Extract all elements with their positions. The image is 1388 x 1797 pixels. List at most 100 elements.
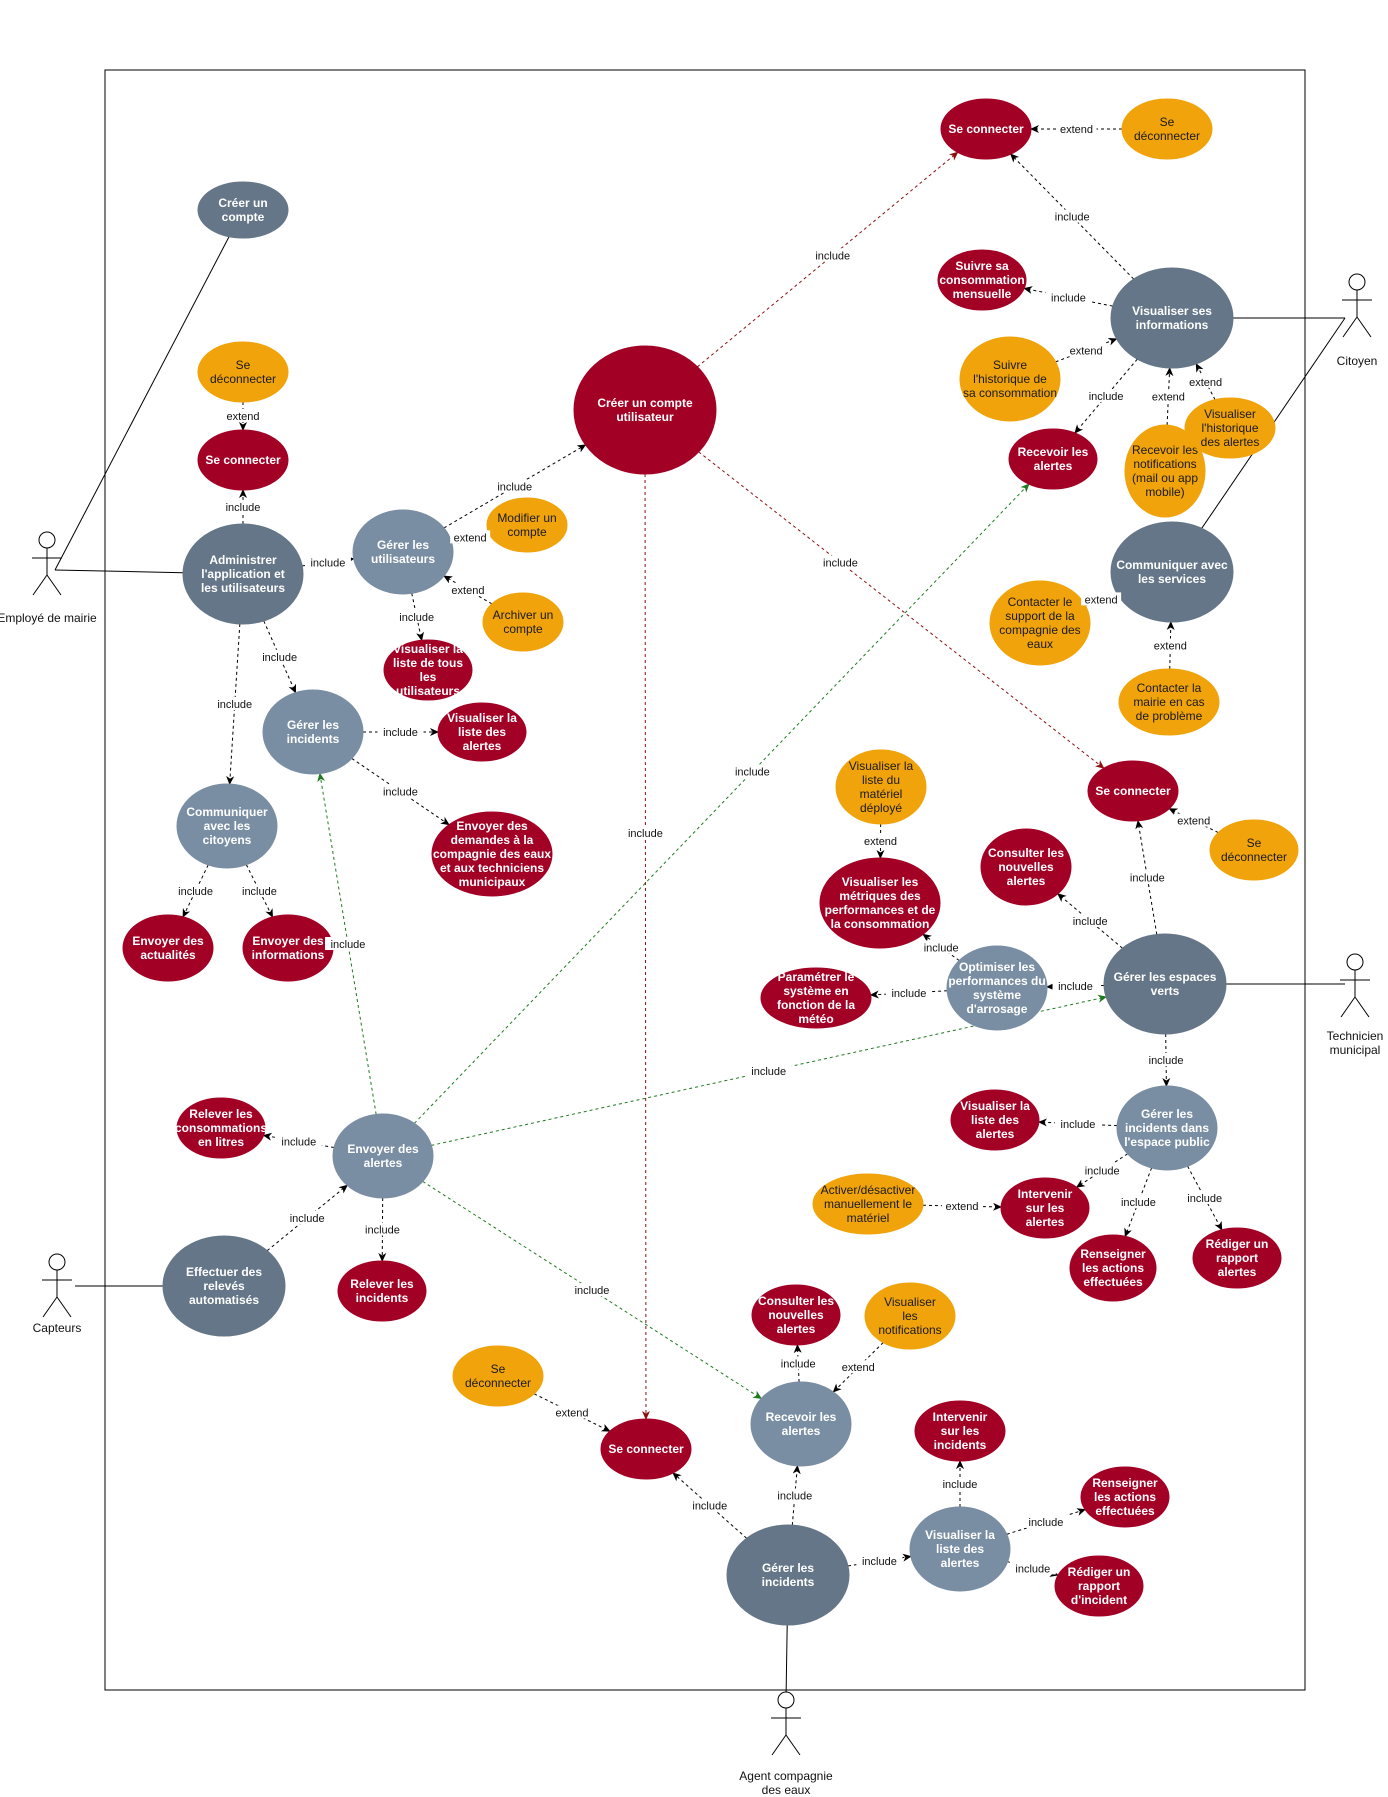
actor-citoyen[interactable]: Citoyen	[1337, 273, 1378, 368]
relation-label: include	[1089, 391, 1124, 403]
relation-arrow	[351, 758, 450, 826]
relation-label-bg	[256, 649, 303, 663]
relation-label: include	[226, 502, 261, 514]
use-case-connect2[interactable]: Se connecter	[940, 98, 1032, 160]
use-case-ellipse	[1110, 267, 1234, 369]
use-case-ellipse	[431, 811, 553, 897]
use-case-label: Se connecter	[205, 453, 281, 467]
use-case-ellipse	[914, 1400, 1006, 1462]
relation-label-bg	[1022, 1514, 1069, 1528]
relation-label-bg	[729, 764, 776, 778]
actor-head	[1348, 273, 1366, 291]
actor-capteurs[interactable]: Capteurs	[33, 1253, 82, 1335]
use-case-connect4[interactable]: Se connecter	[600, 1418, 692, 1480]
actor-employe[interactable]: Employé de mairie	[0, 531, 97, 625]
relation-label: extend	[842, 1362, 875, 1374]
use-case-connect1[interactable]: Se connecter	[197, 429, 289, 491]
actor-leg	[771, 1734, 787, 1756]
relation-label-bg	[223, 409, 263, 422]
relation-label-bg	[838, 1360, 879, 1374]
use-case-label: Se connecter	[948, 122, 1024, 136]
relation-label: include	[1058, 981, 1093, 993]
actor-leg	[785, 1734, 801, 1756]
relation-label-bg	[1054, 1116, 1101, 1130]
relation-label: include	[751, 1066, 786, 1078]
actor-head	[1346, 953, 1364, 971]
relation-label-bg	[450, 530, 491, 544]
relation-label-bg	[284, 1210, 331, 1224]
relation-label: include	[310, 557, 345, 569]
relation-arrow	[414, 483, 1030, 1124]
use-case-ellipse	[1000, 1177, 1090, 1239]
use-case-ellipse	[122, 914, 214, 982]
use-case-ellipse	[1008, 428, 1098, 490]
relation-arrow	[791, 1464, 801, 1526]
use-case-ellipse	[1124, 424, 1206, 518]
use-case-ellipse	[176, 1097, 266, 1159]
use-case-connect3[interactable]: Se connecter	[1087, 760, 1179, 822]
use-case-ellipse	[352, 509, 454, 595]
use-case-ellipse	[573, 345, 717, 475]
